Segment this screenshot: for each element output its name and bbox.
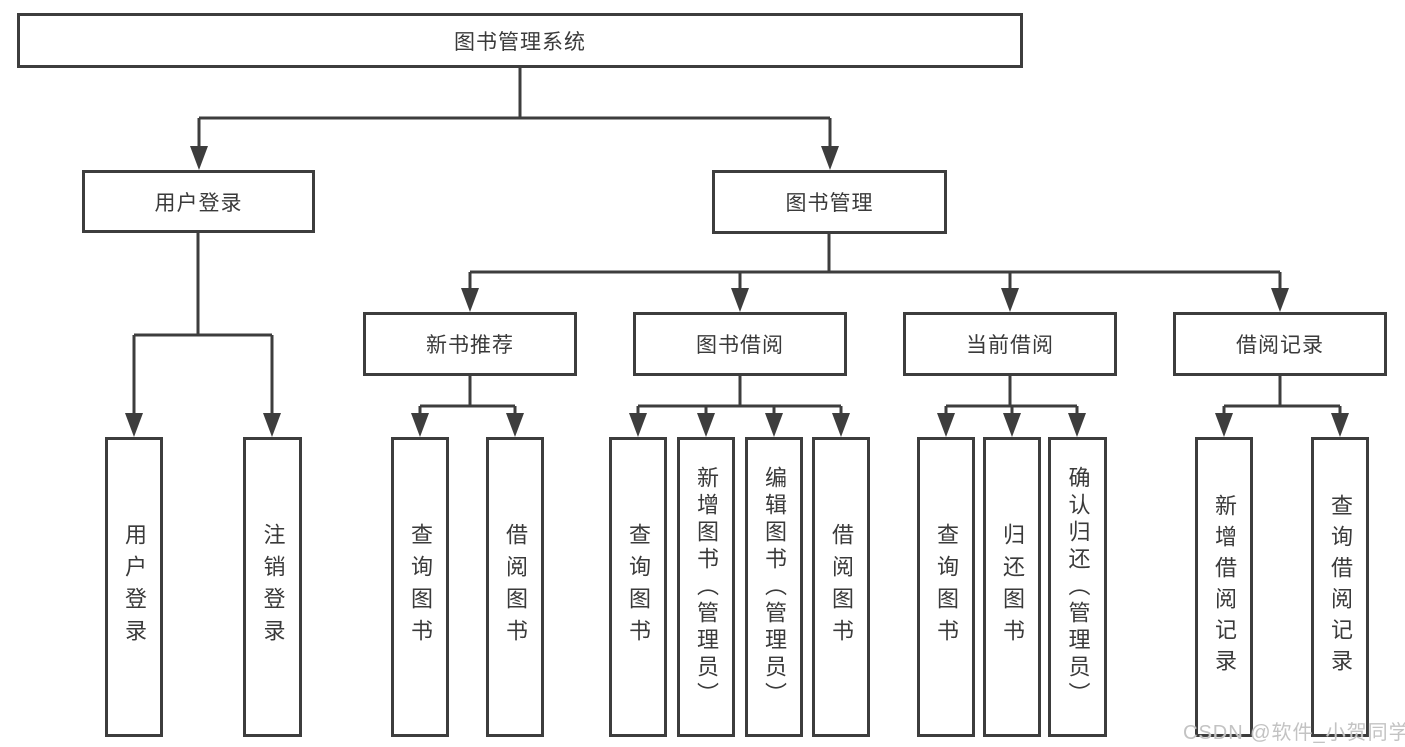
connector-root [197, 68, 832, 148]
arrow-down-icon [832, 413, 850, 437]
arrow-down-icon [190, 146, 208, 170]
csdn-watermark: CSDN @软件_小贺同学 [1183, 722, 1405, 744]
arrow-down-icon [411, 413, 429, 437]
leaf-borrow-books: 借阅图书 [812, 437, 870, 737]
arrowheads [125, 146, 1349, 437]
connector-book-management [468, 234, 1282, 290]
connector-user-login [132, 233, 274, 415]
leaf-user-login: 用户登录 [105, 437, 163, 737]
connector-paths [132, 68, 1342, 416]
node-current-borrowing: 当前借阅 [903, 312, 1117, 376]
connector-borrow-records [1222, 376, 1342, 416]
leaf-query-books: 查询图书 [609, 437, 667, 737]
node-borrow-records: 借阅记录 [1173, 312, 1387, 376]
connector-current-borrowing [944, 376, 1079, 416]
arrow-down-icon [1215, 413, 1233, 437]
arrow-down-icon [506, 413, 524, 437]
arrow-down-icon [697, 413, 715, 437]
arrow-down-icon [1271, 288, 1289, 312]
arrow-down-icon [821, 146, 839, 170]
arrow-down-icon [1001, 288, 1019, 312]
leaf-query-books: 查询图书 [917, 437, 975, 737]
arrow-down-icon [461, 288, 479, 312]
node-library-system: 图书管理系统 [17, 13, 1023, 68]
arrow-down-icon [629, 413, 647, 437]
leaf-edit-books-admin: 编辑图书（管理员） [745, 437, 803, 737]
leaf-query-books: 查询图书 [391, 437, 449, 737]
connector-book-borrowing [636, 376, 843, 416]
node-book-management: 图书管理 [712, 170, 947, 234]
node-book-borrowing: 图书借阅 [633, 312, 847, 376]
arrow-down-icon [125, 413, 143, 437]
leaf-logout-login: 注销登录 [243, 437, 302, 737]
leaf-query-borrow-record: 查询借阅记录 [1311, 437, 1369, 737]
arrow-down-icon [263, 413, 281, 437]
arrow-down-icon [1331, 413, 1349, 437]
arrow-down-icon [765, 413, 783, 437]
leaf-confirm-return-admin: 确认归还（管理员） [1048, 437, 1107, 737]
arrow-down-icon [937, 413, 955, 437]
leaf-return-books: 归还图书 [983, 437, 1041, 737]
arrow-down-icon [731, 288, 749, 312]
node-user-login: 用户登录 [82, 170, 315, 233]
arrow-down-icon [1068, 413, 1086, 437]
node-new-book-recommend: 新书推荐 [363, 312, 577, 376]
arrow-down-icon [1003, 413, 1021, 437]
connector-new-book [418, 376, 517, 416]
leaf-add-borrow-record: 新增借阅记录 [1195, 437, 1253, 737]
leaf-borrow-books: 借阅图书 [486, 437, 544, 737]
leaf-add-books-admin: 新增图书（管理员） [677, 437, 735, 737]
